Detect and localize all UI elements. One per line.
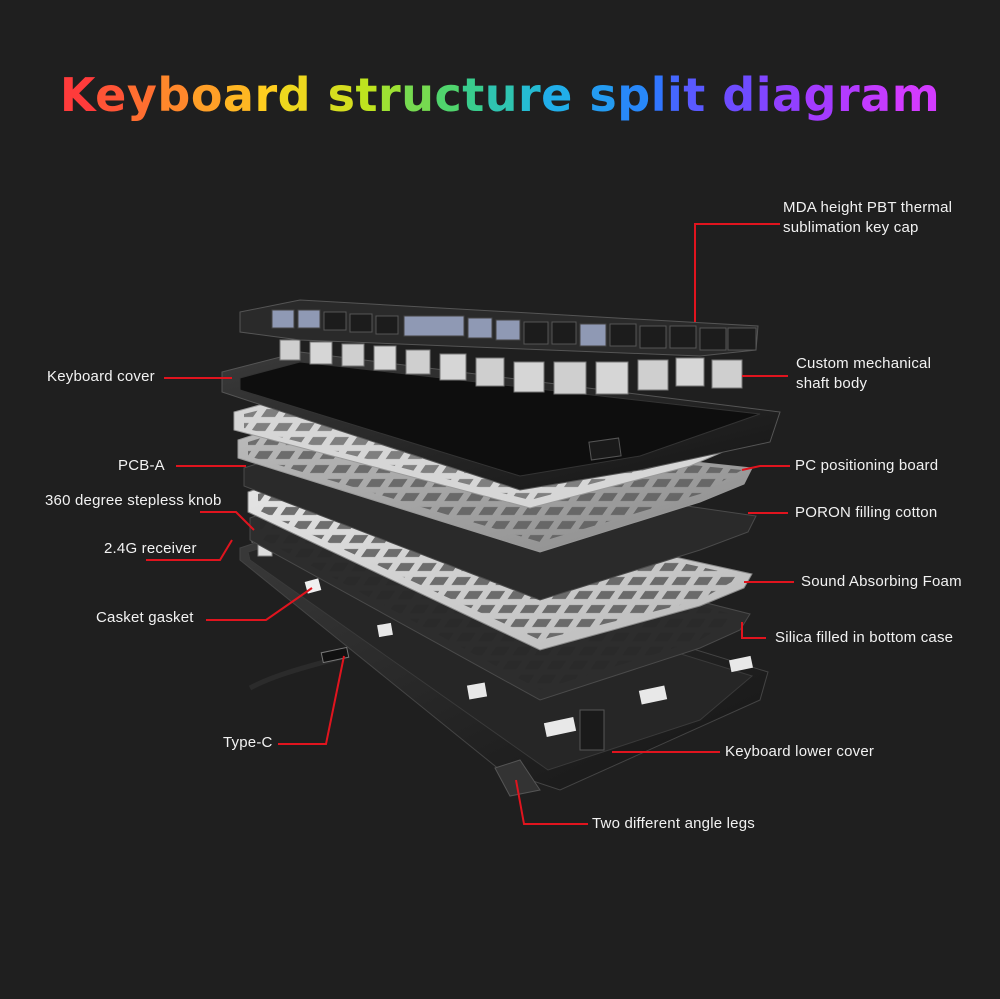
type-c-connector bbox=[320, 646, 350, 664]
title-letter: K bbox=[59, 68, 96, 122]
leader-receiver bbox=[146, 539, 233, 561]
title-letter: u bbox=[401, 68, 435, 122]
label-silica: Silica filled in bottom case bbox=[775, 629, 954, 646]
leader-lines bbox=[146, 223, 794, 825]
label-keyboard-cover: Keyboard cover bbox=[47, 368, 155, 385]
title-word-3: split bbox=[589, 68, 722, 122]
label-type-c: Type-C bbox=[223, 734, 273, 751]
title-letter: i bbox=[666, 68, 684, 122]
keycap-layer bbox=[239, 299, 759, 357]
label-pc-positioning-board: PC positioning board bbox=[795, 457, 939, 474]
title-letter: m bbox=[891, 68, 941, 122]
title-letter: u bbox=[484, 68, 518, 122]
label-legs: Two different angle legs bbox=[592, 815, 755, 832]
label-gasket: Casket gasket bbox=[96, 609, 194, 626]
title-letter: r bbox=[378, 68, 402, 122]
title-letter: t bbox=[683, 68, 706, 122]
diagram-title: Keyboard structure split diagram bbox=[0, 68, 1000, 122]
title-letter: r bbox=[517, 68, 542, 122]
leader-gasket bbox=[206, 587, 313, 621]
title-letter: s bbox=[327, 68, 356, 122]
title-letter: a bbox=[860, 68, 892, 122]
title-letter: r bbox=[836, 68, 861, 122]
label-foam: Sound Absorbing Foam bbox=[801, 573, 962, 590]
leader-silica bbox=[741, 622, 766, 639]
title-letter: t bbox=[462, 68, 485, 122]
title-letter: r bbox=[254, 68, 278, 122]
title-letter: t bbox=[355, 68, 378, 122]
title-letter: l bbox=[650, 68, 667, 122]
title-letter: d bbox=[722, 68, 756, 122]
title-word-1: Keyboard bbox=[60, 68, 328, 122]
title-word-4: diagram bbox=[722, 68, 940, 122]
leader-knob bbox=[200, 511, 255, 531]
label-lower-cover: Keyboard lower cover bbox=[725, 743, 875, 760]
leader-typec bbox=[278, 655, 345, 745]
title-letter: p bbox=[617, 68, 651, 122]
label-keycap: MDA height PBT thermal sublimation key c… bbox=[783, 199, 953, 236]
title-letter: e bbox=[95, 68, 127, 122]
title-letter: g bbox=[803, 68, 837, 122]
title-letter: a bbox=[222, 68, 255, 122]
label-shaft: Custom mechanical shaft body bbox=[796, 355, 932, 392]
title-letter: s bbox=[589, 68, 618, 122]
label-poron: PORON filling cotton bbox=[795, 504, 938, 521]
title-letter: d bbox=[277, 68, 312, 122]
keyboard-cover-layer bbox=[221, 351, 781, 491]
title-letter: b bbox=[157, 68, 191, 122]
leader-pc-board bbox=[741, 465, 790, 471]
title-letter: o bbox=[190, 68, 223, 122]
title-word-2: structure bbox=[328, 68, 590, 122]
title-letter: a bbox=[772, 68, 804, 122]
title-letter: i bbox=[755, 68, 772, 122]
title-letter: y bbox=[126, 68, 158, 122]
leader-keycap bbox=[694, 223, 780, 322]
label-knob: 360 degree stepless knob bbox=[45, 492, 222, 509]
label-pcb-a: PCB-A bbox=[118, 457, 165, 474]
mechanical-switch-row bbox=[279, 339, 743, 395]
title-letter: c bbox=[434, 68, 463, 122]
leader-legs bbox=[515, 779, 588, 825]
title-letter: e bbox=[541, 68, 573, 122]
label-receiver: 2.4G receiver bbox=[104, 540, 197, 557]
